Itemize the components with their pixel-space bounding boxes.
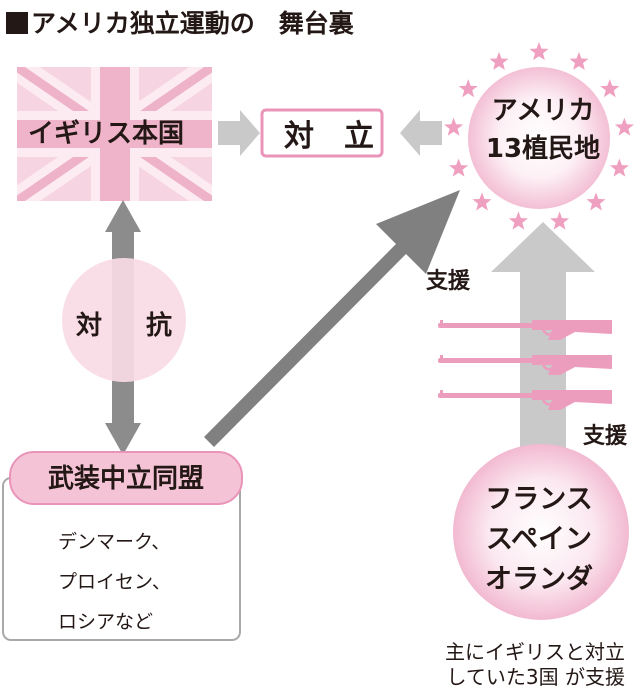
star-icon (609, 158, 629, 177)
colonies-label-line2: 13植民地 (485, 134, 601, 164)
resistance-label-right: 抗 (145, 311, 172, 341)
star-icon (444, 117, 464, 136)
star-ring-icon (444, 42, 634, 230)
arrow-colonies-to-confrontation (400, 110, 442, 156)
star-icon (489, 51, 509, 70)
confrontation-box (260, 108, 384, 158)
star-icon (508, 211, 528, 230)
star-icon (550, 211, 570, 230)
resistance-label-left: 対 (76, 311, 103, 341)
star-icon (458, 79, 478, 98)
league-member: プロイセン、 (58, 571, 171, 593)
league-header-pill (9, 451, 243, 505)
colonies-label-line1: アメリカ (491, 96, 595, 126)
title-main: アメリカ独立運動の (31, 9, 255, 38)
star-icon (472, 192, 492, 211)
page-title: アメリカ独立運動の舞台裏 (6, 4, 354, 40)
resistance-circle (62, 258, 186, 382)
league-label: 武装中立同盟 (47, 464, 204, 494)
rifle-icon (438, 320, 612, 340)
rifles-group (438, 320, 612, 410)
star-icon (586, 192, 606, 211)
note-line2: していた3国 が支援 (446, 665, 625, 689)
support-label-vertical: 支援 (583, 424, 628, 449)
support-note: 主にイギリスと対立 していた3国 が支援 (445, 640, 625, 690)
country-name: オランダ (485, 564, 593, 595)
league-member: デンマーク、 (58, 531, 171, 553)
uk-label: イギリス本国 (28, 119, 185, 149)
arrow-uk-to-confrontation (218, 110, 260, 156)
confrontation-label: 対 立 (284, 119, 374, 154)
star-icon (449, 158, 469, 177)
union-jack-flag-icon (17, 67, 212, 201)
countries-label: フランス スペイン オランダ (455, 480, 623, 600)
league-members: デンマーク、 プロイセン、 ロシアなど (58, 522, 171, 642)
note-line1: 主にイギリスと対立 (445, 640, 625, 664)
country-name: フランス (485, 484, 593, 515)
colonies-label: アメリカ 13植民地 (463, 92, 623, 168)
arrow-league-to-colonies (204, 190, 460, 447)
star-icon (529, 42, 549, 61)
star-icon (569, 51, 589, 70)
colonies-circle (468, 67, 610, 209)
star-icon (614, 117, 634, 136)
countries-circle (453, 444, 629, 620)
rifle-icon (438, 355, 612, 375)
title-sub: 舞台裏 (278, 9, 354, 38)
country-name: スペイン (485, 524, 593, 555)
league-member: ロシアなど (58, 611, 154, 633)
resistance-label: 対 抗 (62, 305, 186, 342)
arrow-countries-to-colonies (491, 222, 595, 450)
support-label-diagonal: 支援 (426, 269, 471, 294)
rifle-icon (438, 390, 612, 410)
star-icon (600, 79, 620, 98)
title-square-icon (6, 12, 28, 34)
